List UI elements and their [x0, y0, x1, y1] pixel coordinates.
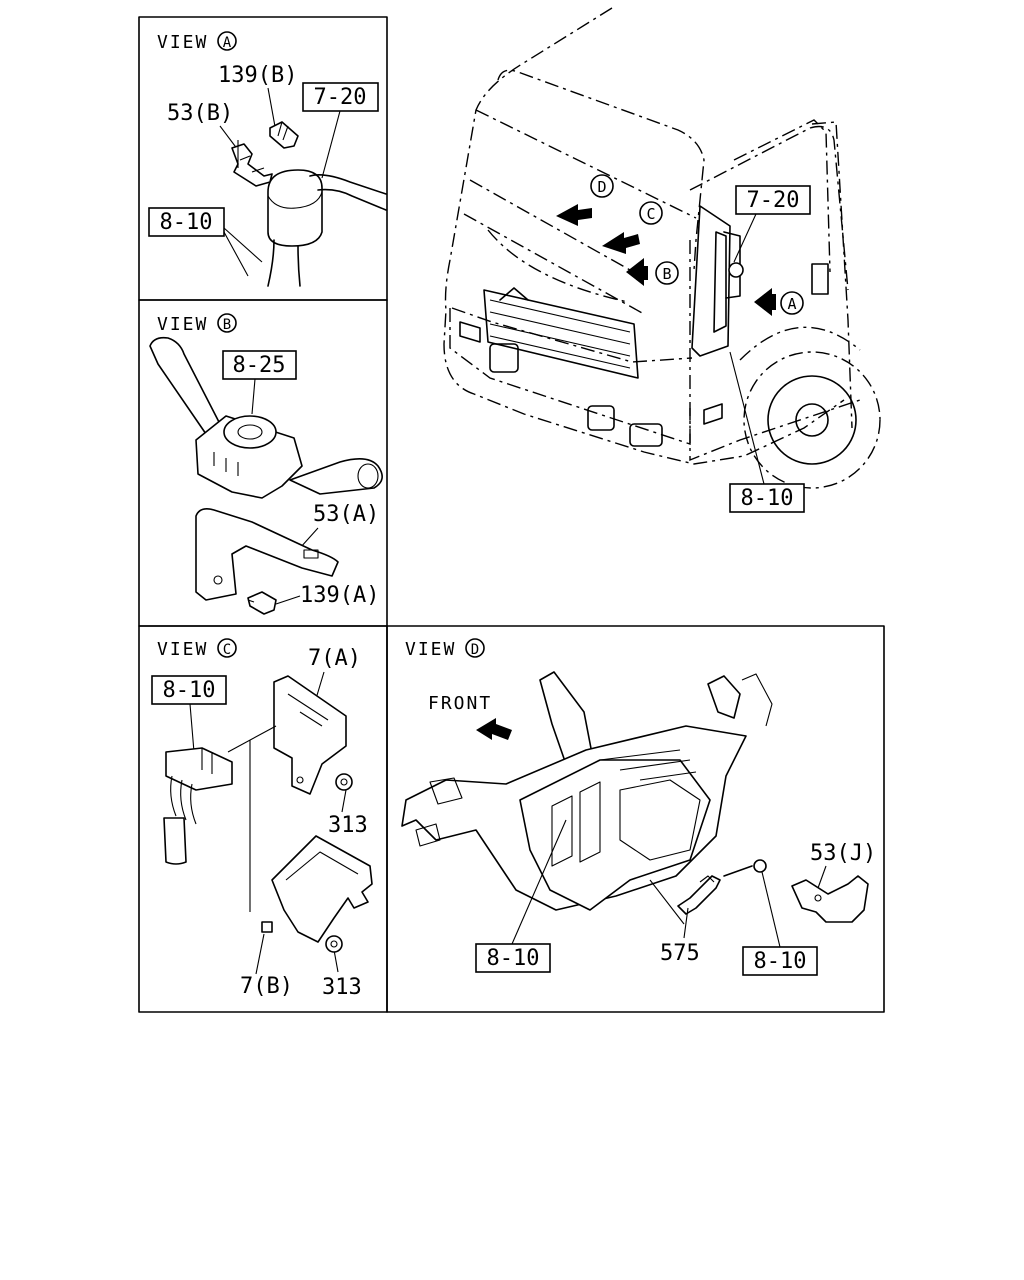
main-marker-d: D	[597, 178, 606, 196]
view-a-tube-drawing	[267, 169, 387, 287]
view-b-bracket-callout: 53(A)	[313, 502, 379, 527]
view-c-harness-callout: 8-10	[163, 678, 216, 703]
view-c-bolt-2-drawing	[325, 935, 343, 953]
view-b-switch-box	[222, 350, 297, 380]
view-a-harness-box	[148, 207, 225, 237]
view-b-circle	[217, 313, 237, 333]
view-c-bracket-a-drawing	[273, 675, 347, 795]
view-a-tube-box	[302, 82, 379, 112]
main-marker-b: B	[662, 265, 671, 283]
view-a-bolt-callout: 139(B)	[218, 63, 297, 88]
view-d-circle	[465, 638, 485, 658]
view-b-bolt-callout: 139(A)	[300, 583, 379, 608]
view-d-harness-left-box	[475, 943, 551, 973]
view-c-bracket-b-drawing	[261, 835, 373, 943]
view-c-bracket-a-callout: 7(A)	[308, 646, 361, 671]
front-arrow	[476, 718, 512, 740]
view-c-harness-box	[151, 675, 227, 705]
view-d-bracket-drawing	[791, 875, 869, 923]
view-a-bolt-drawing	[269, 121, 299, 149]
view-d-front-label: FRONT	[428, 693, 492, 714]
view-c-letter: C	[223, 642, 231, 658]
view-d-harness-right-callout: 8-10	[754, 949, 807, 974]
view-c-connector-drawing	[163, 747, 233, 865]
view-b-switch-drawing	[149, 336, 383, 499]
main-harness-callout: 8-10	[741, 486, 794, 511]
view-d-dashboard-drawing	[401, 671, 773, 915]
view-c-title: VIEW	[157, 639, 208, 660]
view-a-bracket-drawing	[231, 143, 273, 187]
view-b-bracket-drawing	[195, 508, 339, 601]
main-tube-callout: 7-20	[747, 188, 800, 213]
main-view: D C B A 7-20 8-10	[443, 7, 881, 513]
view-a-circle	[217, 31, 237, 51]
view-a-tube-callout: 7-20	[314, 85, 367, 110]
view-a-bracket-callout: 53(B)	[167, 101, 233, 126]
main-marker-a: A	[787, 295, 796, 313]
view-c-circle	[217, 638, 237, 658]
panel-frames	[138, 16, 885, 1013]
view-c-bolt-2-callout: 313	[322, 975, 362, 1000]
view-c-bolt-1-callout: 313	[328, 813, 368, 838]
view-b-letter: B	[223, 317, 231, 333]
view-d-letter: D	[471, 642, 479, 658]
truck-cab-drawing: D C B A	[443, 7, 881, 489]
main-tube-box	[735, 185, 811, 215]
view-c-bolt-1-drawing	[335, 773, 353, 791]
view-d-harness-right-box	[742, 946, 818, 976]
view-d-panel: VIEW D FRONT 8-10 575 8-10 53(J)	[401, 638, 876, 976]
main-harness-box	[729, 483, 805, 513]
view-b-bolt-drawing	[247, 591, 277, 615]
view-a-harness-callout: 8-10	[160, 210, 213, 235]
view-d-harness-left-callout: 8-10	[487, 946, 540, 971]
view-a-panel: VIEW A 139(B) 53(B) 7-20 8-10	[148, 31, 387, 287]
view-b-switch-callout: 8-25	[233, 353, 286, 378]
view-b-title: VIEW	[157, 314, 208, 335]
view-a-letter: A	[223, 35, 232, 51]
view-d-unit-callout: 575	[660, 941, 700, 966]
view-b-panel: VIEW B 8-25 53(A) 139(A)	[149, 313, 383, 615]
view-d-title: VIEW	[405, 639, 456, 660]
view-c-panel: VIEW C 8-10 7(A) 313	[151, 638, 373, 1000]
view-c-bracket-b-callout: 7(B)	[240, 974, 293, 999]
view-a-title: VIEW	[157, 32, 208, 53]
main-marker-c: C	[646, 205, 655, 223]
view-d-bracket-callout: 53(J)	[810, 841, 876, 866]
